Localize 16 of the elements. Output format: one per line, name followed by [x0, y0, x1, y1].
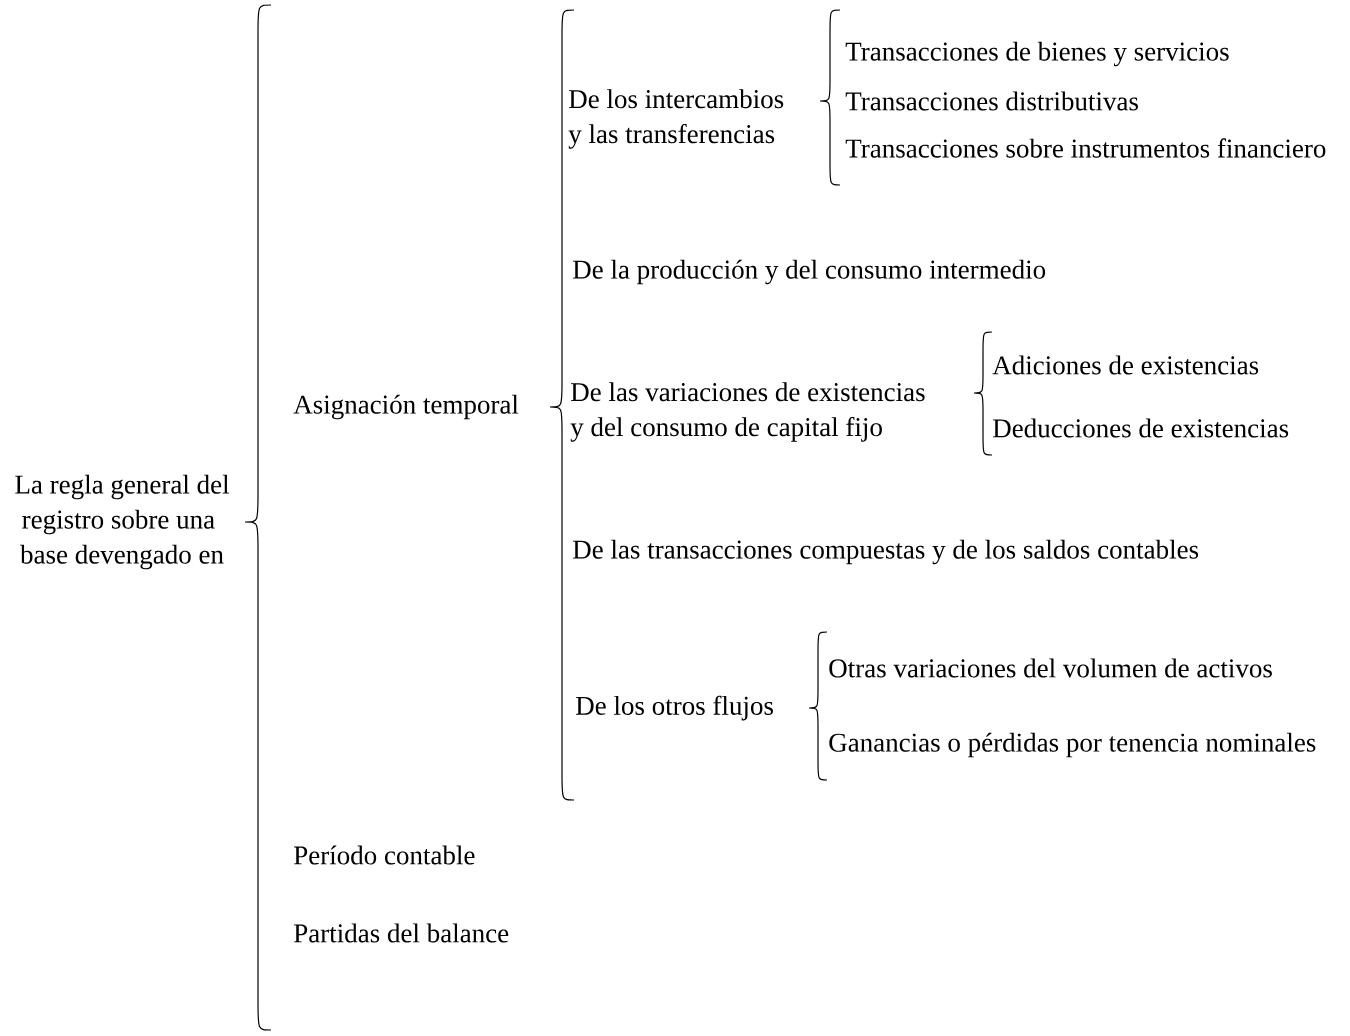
label-text: De las variaciones de existencias y del consumo de capital fijo	[570, 382, 925, 442]
label-text: De la producción y del consumo intermedio	[573, 259, 1046, 285]
label-text: Transacciones sobre instrumentos financiero	[845, 138, 1326, 158]
label-text: De las transacciones compuestas y de los saldos contables	[573, 539, 1199, 565]
label-text: Ganancias o pérdidas por tenencia nominales	[829, 732, 1316, 758]
label-text: Período contable	[294, 845, 475, 865]
label-text: Deducciones de existencias	[993, 418, 1289, 438]
label-text: Otras variaciones del volumen de activos	[829, 658, 1272, 678]
label-text: Asignación temporal	[293, 394, 519, 420]
label-text: La regla general del registro sobre una base devengado en	[15, 474, 230, 570]
label-text: De los intercambios y las transferencias	[568, 89, 784, 149]
label-text: Adiciones de existencias	[992, 355, 1259, 375]
label-text: Transacciones de bienes y servicios	[845, 41, 1229, 67]
label-text: De los otros flujos	[576, 695, 773, 721]
label-text: Partidas del balance	[294, 923, 509, 943]
label-text: Transacciones distributivas	[845, 91, 1138, 111]
